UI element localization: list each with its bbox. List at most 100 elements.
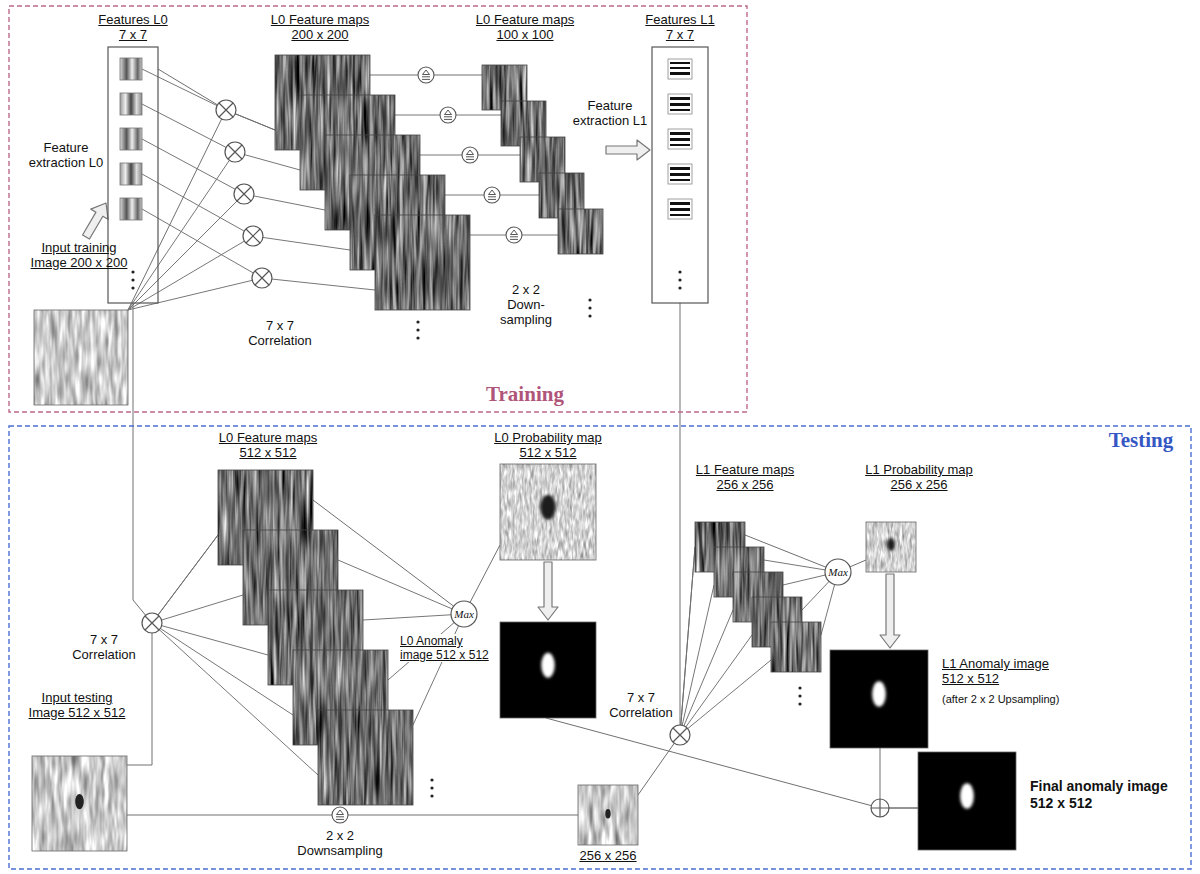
downsampling-glyph xyxy=(444,110,452,119)
sum-circle xyxy=(871,799,889,817)
defect-blob xyxy=(887,538,895,551)
anomaly-ground xyxy=(918,752,1016,850)
node-picture xyxy=(640,12,720,304)
node-caption: Input testing Image 512 x 512 xyxy=(22,690,132,720)
correlation-cross xyxy=(145,616,159,630)
node-caption: L0 Feature maps 200 x 200 xyxy=(265,12,375,42)
correlation-circle xyxy=(216,100,236,120)
image-border xyxy=(34,310,128,405)
text-slot: L1 Anomaly image 512 x 512 xyxy=(942,656,1067,686)
feature-icon-bar xyxy=(670,208,690,211)
text-slot: 256 x 256 xyxy=(570,848,646,863)
node-caption: Features L1 7 x 7 xyxy=(640,12,720,42)
connector xyxy=(638,547,695,795)
probability-map: L0 Probability map 512 x 512 xyxy=(488,428,608,562)
anomaly-ground xyxy=(500,622,596,718)
node-caption: Final anomaly image 512 x 512 xyxy=(1030,778,1180,812)
max-operator: Max xyxy=(450,600,478,628)
feature-icon xyxy=(668,94,692,114)
image-border xyxy=(578,785,638,845)
hollow-arrow xyxy=(606,140,650,160)
feature-icon-bar xyxy=(670,214,690,216)
feature-icon xyxy=(120,198,142,220)
correlation-circle xyxy=(225,142,245,162)
testing-region: TestingInput testing Image 512 x 512 L0 F… xyxy=(8,425,1192,870)
max-operator: Max xyxy=(824,558,852,586)
anomaly-blob xyxy=(960,783,974,808)
feature-icon-bar xyxy=(670,103,690,106)
final-anomaly-image: Final anomaly image 512 x 512 xyxy=(916,750,1186,852)
text-slot: Input testing Image 512 x 512 xyxy=(22,690,132,720)
image-border xyxy=(866,522,916,572)
node-picture xyxy=(265,12,475,312)
connector xyxy=(680,303,695,735)
text-slot: Max xyxy=(824,565,852,579)
downsampling-glyph xyxy=(422,70,430,79)
downsampling-symbol xyxy=(506,227,522,243)
image-texture xyxy=(32,756,127,851)
text-slot: 7 x 7 Correlation xyxy=(605,690,677,720)
text-slot: Feature extraction L0 xyxy=(26,140,106,170)
anomaly-image: L0 Anomaly image 512 x 512 xyxy=(400,620,598,720)
correlation-symbol xyxy=(225,142,245,162)
feature-icon-bar xyxy=(670,144,690,146)
hollow-arrow xyxy=(83,203,108,239)
anomaly-image: L1 Anomaly image 512 x 512(after 2 x 2 U… xyxy=(828,648,1098,750)
text-slot: Max xyxy=(450,607,478,621)
node-caption: L0 Feature maps 100 x 100 xyxy=(470,12,580,42)
text-slot: L0 Feature maps 512 x 512 xyxy=(213,430,323,460)
defect-blob xyxy=(540,495,555,520)
image-texture xyxy=(578,785,638,845)
feature-map xyxy=(558,209,603,254)
text-slot: Features L0 7 x 7 xyxy=(93,12,173,42)
feature-map-border xyxy=(375,215,470,310)
max-circle xyxy=(451,601,477,627)
connector xyxy=(850,560,866,567)
sum-cross xyxy=(871,799,889,817)
correlation-circle xyxy=(252,268,272,288)
feature-map-stack: L0 Feature maps 100 x 100 xyxy=(470,12,605,257)
correlation-symbol xyxy=(216,100,236,120)
feature-map xyxy=(771,622,821,672)
text-slot: Feature extraction L1 xyxy=(570,98,650,128)
downsampling-symbol xyxy=(418,67,434,83)
step-label: 2 x 2 Down- sampling xyxy=(497,282,555,327)
downsampling-symbol xyxy=(484,187,500,203)
node-picture xyxy=(690,460,830,675)
node-caption: Max xyxy=(824,565,852,579)
feature-map-border xyxy=(558,209,603,254)
connector xyxy=(470,545,500,602)
input-image: Input testing Image 512 x 512 xyxy=(22,690,132,853)
region-title: Testing xyxy=(1096,428,1186,452)
node-caption: L1 Feature maps 256 x 256 xyxy=(690,462,800,492)
text-slot: Features L1 7 x 7 xyxy=(640,12,720,42)
region-title: Training xyxy=(470,382,580,406)
feature-icon xyxy=(668,129,692,149)
step-label: 7 x 7 Correlation xyxy=(66,632,142,662)
text-slot: Testing xyxy=(1096,428,1186,452)
feature-icon-bar xyxy=(670,62,690,64)
feature-map-stack: L0 Feature maps 200 x 200 xyxy=(265,12,475,312)
anomaly-blob xyxy=(541,653,554,678)
downsampling-glyph xyxy=(336,810,344,819)
step-label: 7 x 7 Correlation xyxy=(605,690,677,720)
step-label: Feature extraction L1 xyxy=(570,98,650,128)
training-region: TrainingFeatures L0 7 x 7Input training … xyxy=(8,5,748,413)
feature-bank: Features L1 7 x 7 xyxy=(640,12,720,304)
correlation-cross xyxy=(228,145,242,159)
text-slot: Final anomaly image 512 x 512 xyxy=(1030,778,1180,812)
feature-icon xyxy=(120,128,142,150)
text-slot: L1 Probability map 256 x 256 xyxy=(858,462,980,492)
correlation-symbol xyxy=(243,226,263,246)
downsampling-glyph xyxy=(510,230,518,239)
feature-icon-bar xyxy=(670,167,690,170)
correlation-cross xyxy=(246,229,260,243)
correlation-cross xyxy=(673,728,687,742)
correlation-circle xyxy=(142,613,162,633)
feature-map-stack: L0 Feature maps 512 x 512 xyxy=(213,428,418,808)
feature-icon-bar xyxy=(670,138,690,141)
text-slot: L1 Feature maps 256 x 256 xyxy=(690,462,800,492)
hollow-arrow xyxy=(880,574,900,648)
node-caption: L1 Anomaly image 512 x 512 xyxy=(942,656,1067,686)
connector xyxy=(133,303,218,623)
